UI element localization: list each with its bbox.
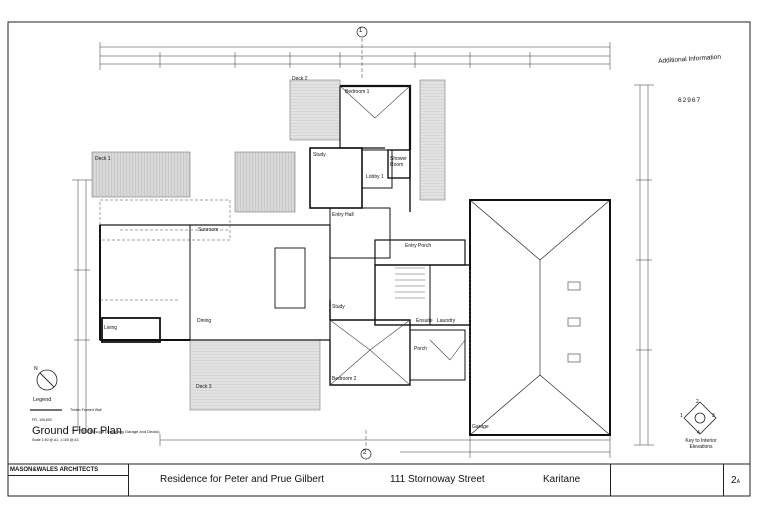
project-title: Residence for Peter and Prue Gilbert	[160, 474, 324, 485]
room-study: Study	[313, 152, 326, 158]
elevation-key-icon	[683, 401, 717, 435]
ffl-note: FFL 106.600	[32, 418, 52, 422]
dashed-outlines	[99, 199, 231, 301]
project-address: 111 Stornoway Street	[390, 474, 485, 485]
room-deck-2: Deck 2	[292, 76, 308, 82]
room-dining: Dining	[197, 318, 212, 324]
sheet-number: 2A	[731, 475, 740, 486]
key-number-top: 2	[696, 399, 699, 405]
north-label: N	[34, 366, 38, 372]
legend-line-text: Timber Framed Wall	[70, 408, 102, 412]
grid-label-bottom: 2	[363, 450, 367, 456]
deck-side	[419, 79, 446, 201]
key-number-left: 1	[680, 413, 683, 419]
room-living: Living	[104, 325, 118, 331]
plan-title: Ground Floor Plan	[32, 425, 122, 437]
title-block: MASON&WALES ARCHITECTS Residence for Pet…	[8, 464, 750, 496]
room-laundry: Laundry	[437, 318, 456, 324]
top-dimensions	[99, 42, 611, 70]
grid-label-top: 1	[359, 28, 363, 34]
deck-1	[91, 151, 191, 198]
deck-1b	[234, 151, 296, 213]
firm-name: MASON&WALES ARCHITECTS	[10, 467, 99, 473]
project-locality: Karitane	[543, 474, 581, 485]
room-ensuite: Ensuite	[416, 318, 433, 324]
room-sunroom: Sunroom	[198, 227, 219, 233]
room-porch: Porch	[414, 346, 428, 352]
grid-marker-top	[356, 26, 368, 38]
key-number-bottom: 4	[697, 430, 700, 436]
area-note: 184.81 sq.m (Excluding Garage and Decks)	[82, 429, 160, 434]
grid-marker-bottom	[360, 448, 372, 460]
left-dimensions	[72, 179, 92, 431]
key-label: Key to Interior Elevations	[685, 438, 717, 450]
room-deck-3: Deck 3	[196, 384, 212, 390]
right-dimensions	[634, 84, 654, 446]
room-shower: Shower Room	[390, 156, 407, 168]
title-divider-left	[128, 464, 129, 496]
room-lobby: Lobby 1	[366, 174, 384, 180]
north-arrow-icon	[36, 369, 58, 391]
legend-label: Legend	[33, 397, 52, 403]
room-garage: Garage	[472, 424, 489, 430]
room-bedroom-1: Bedroom 1	[345, 89, 370, 95]
deck-3	[189, 339, 321, 411]
deck-2	[289, 79, 341, 141]
sheet-border	[7, 21, 751, 497]
reference-number: 62967	[678, 97, 702, 104]
roof-lines	[329, 85, 466, 386]
room-bedroom-2: Bedroom 2	[332, 376, 357, 382]
sheet-number-divider	[723, 464, 724, 496]
garage	[469, 199, 611, 436]
bottom-dimensions	[159, 434, 611, 458]
house-walls	[99, 84, 471, 386]
title-divider-right	[610, 464, 611, 496]
room-entry-hall: Entry Hall	[332, 212, 354, 218]
key-number-right: 3	[712, 413, 715, 419]
stairs	[395, 267, 425, 299]
firm-divider	[8, 475, 128, 476]
room-study-2: Study	[332, 304, 345, 310]
room-deck-1: Deck 1	[95, 156, 111, 162]
room-entry-porch: Entry Porch	[405, 243, 432, 249]
scale-note: Scale 1:50 @ A1, 1:100 @ A3	[32, 438, 79, 442]
